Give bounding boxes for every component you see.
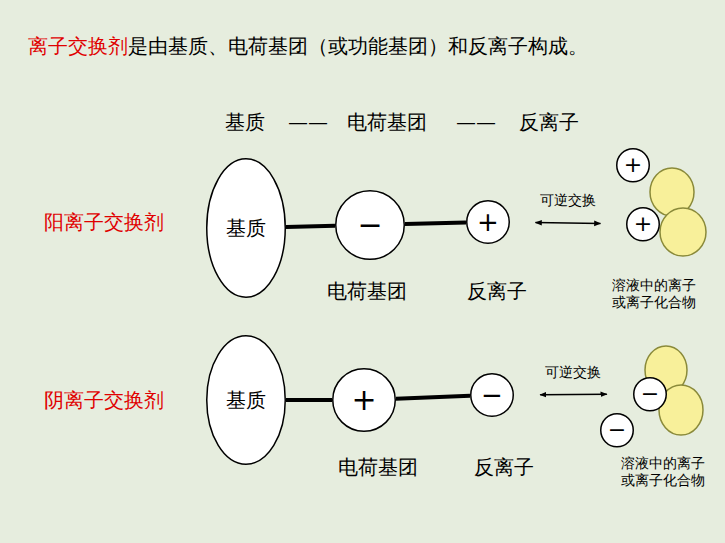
part-label: 电荷基团 — [327, 279, 407, 303]
node-text: − — [481, 382, 503, 408]
counter-ion-circle: + — [466, 200, 510, 244]
node-text: + — [624, 154, 642, 176]
part-label: 反离子 — [474, 455, 534, 479]
solution-ion-circle: − — [600, 413, 634, 448]
outline-shape — [207, 336, 286, 465]
counter-ion-circle: − — [470, 373, 514, 417]
outline-shape — [627, 207, 659, 240]
yellow-blob — [660, 208, 706, 256]
edge-label: 可逆交换 — [545, 364, 601, 381]
outline-shape — [471, 374, 514, 417]
part-label: 反离子 — [467, 279, 527, 303]
header-dash: —— — [288, 110, 328, 134]
node-text: − — [608, 419, 626, 441]
node-text: − — [357, 210, 382, 240]
row-title: 阳离子交换剂 — [44, 210, 164, 234]
solution-ion-circle: + — [626, 207, 660, 242]
node-text: 基质 — [226, 390, 266, 410]
solution-molecule — [650, 168, 706, 256]
outline-shape — [634, 377, 666, 410]
row-title: 阴离子交换剂 — [44, 388, 164, 412]
bond-line — [286, 398, 332, 402]
node-text: + — [477, 209, 499, 235]
edge-label: 可逆交换 — [540, 192, 596, 209]
solution-ion-circle: − — [633, 377, 667, 412]
header-label: 基质 — [225, 110, 265, 134]
bond-line — [405, 223, 466, 225]
title-text: 是由基质、电荷基团（或功能基团）和反离子构成。 — [128, 34, 588, 58]
part-label: 电荷基团 — [338, 455, 418, 479]
matrix-ellipse: 基质 — [206, 158, 286, 298]
node-text: − — [641, 383, 659, 405]
outline-shape — [333, 369, 396, 432]
node-text: 基质 — [226, 218, 266, 238]
charge-group-circle: + — [332, 368, 396, 432]
exchange-arrow — [536, 222, 601, 224]
bond-line — [396, 396, 470, 399]
charge-group-circle: − — [335, 190, 405, 260]
exchange-arrow — [540, 394, 607, 396]
solution-label: 溶液中的离子或离子化合物 — [620, 455, 707, 489]
solution-ion-circle: + — [616, 148, 650, 183]
header-label: 电荷基团 — [347, 110, 427, 134]
header-label: 反离子 — [519, 110, 579, 134]
outline-shape — [617, 148, 649, 181]
outline-shape — [467, 201, 510, 244]
outline-shape — [601, 413, 633, 446]
bond-line — [286, 226, 335, 227]
matrix-ellipse: 基质 — [206, 335, 286, 465]
node-text: + — [351, 385, 376, 415]
outline-shape — [207, 159, 286, 298]
solution-label: 溶液中的离子或离子化合物 — [611, 277, 698, 311]
header-dash: —— — [456, 110, 496, 134]
outline-shape — [336, 191, 405, 260]
title-term: 离子交换剂 — [28, 34, 128, 58]
node-text: + — [634, 213, 652, 235]
